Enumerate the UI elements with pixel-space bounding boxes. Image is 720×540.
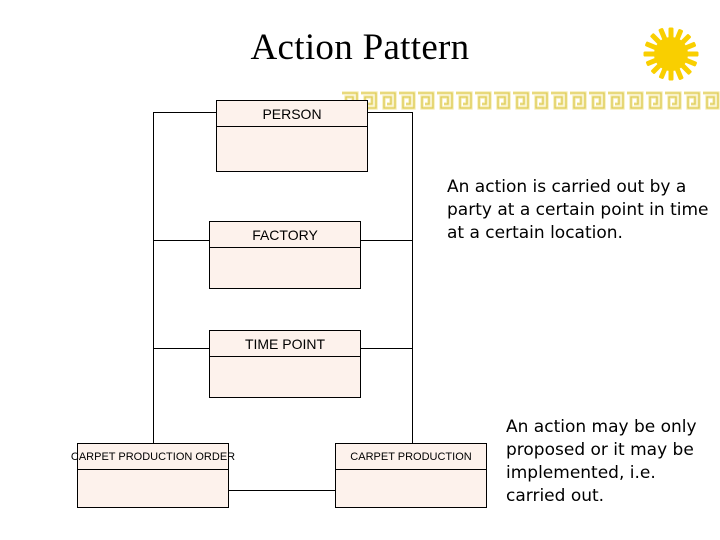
entity-title-carpet-production-order: CARPET PRODUCTION ORDER [70, 450, 236, 463]
entity-box-carpet-production-order[interactable]: CARPET PRODUCTION ORDER [71, 443, 235, 508]
greek-key-border-icon [340, 91, 720, 110]
entity-box-person[interactable]: PERSON [216, 100, 368, 172]
entity-header-person: PERSON [217, 101, 367, 127]
entity-body-person [217, 127, 367, 171]
connector-cporder-to-cp [228, 490, 336, 491]
entity-title-factory: FACTORY [252, 226, 318, 243]
entity-header-carpet-production: CARPET PRODUCTION [336, 444, 486, 470]
entity-box-factory[interactable]: FACTORY [209, 221, 361, 289]
entity-header-carpet-production-order: CARPET PRODUCTION ORDER [71, 444, 235, 470]
entity-box-time-point[interactable]: TIME POINT [209, 330, 361, 398]
entity-header-time-point: TIME POINT [210, 331, 360, 357]
page-title: Action Pattern [250, 27, 470, 68]
entity-body-factory [210, 248, 360, 288]
entity-title-time-point: TIME POINT [244, 335, 326, 352]
connector-timepoint-right [360, 348, 413, 349]
connector-factory-left [153, 240, 210, 241]
note-action-status: An action may be only proposed or it may… [506, 417, 697, 506]
entity-body-carpet-production-order [78, 470, 228, 507]
connector-right-trunk [412, 112, 413, 443]
connector-left-trunk [153, 112, 154, 443]
entity-box-carpet-production[interactable]: CARPET PRODUCTION [335, 443, 487, 508]
entity-header-factory: FACTORY [210, 222, 360, 248]
entity-title-person: PERSON [262, 105, 322, 122]
entity-body-carpet-production [336, 470, 486, 507]
sun-starburst-icon [643, 27, 699, 81]
connector-person-left [153, 112, 217, 113]
note-action-definition: An action is carried out by a party at a… [447, 177, 709, 243]
connector-factory-right [360, 240, 413, 241]
entity-title-carpet-production: CARPET PRODUCTION [350, 450, 472, 463]
connector-timepoint-left [153, 348, 210, 349]
connector-person-right [367, 112, 413, 113]
entity-body-time-point [210, 357, 360, 397]
